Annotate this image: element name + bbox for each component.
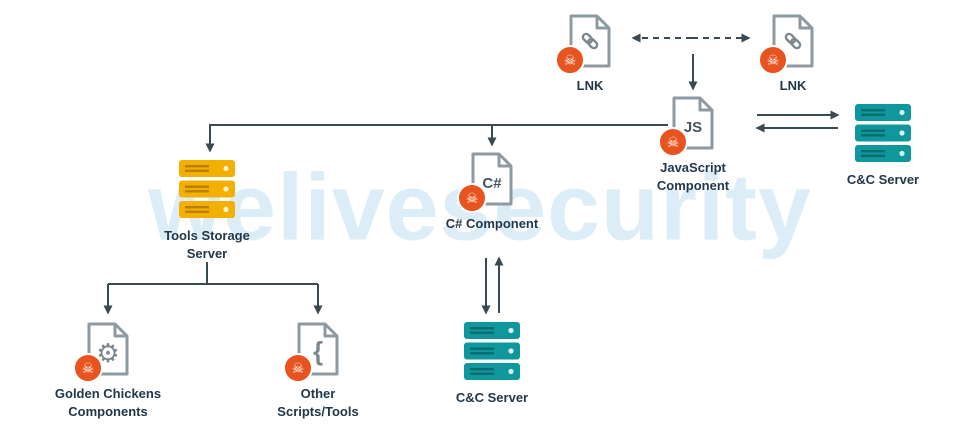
- node-label: Tools Storage Server: [164, 228, 250, 261]
- malware-badge-icon: ☠: [555, 45, 585, 75]
- csharp-file-icon: C# ☠: [457, 152, 514, 213]
- brace-icon: {: [312, 335, 324, 366]
- malware-badge-icon: ☠: [658, 127, 688, 157]
- lnk-file-icon: ☠: [758, 14, 815, 75]
- node-lnk-right: ☠ LNK: [723, 14, 863, 95]
- lnk-file-icon: ☠: [555, 14, 612, 75]
- node-lnk-left: ☠ LNK: [520, 14, 660, 95]
- js-file-icon: JS ☠: [658, 96, 715, 157]
- malware-badge-icon: ☠: [283, 353, 313, 383]
- server-icon: [855, 104, 911, 162]
- connector-js-cc-server: [755, 110, 840, 133]
- node-label: Other Scripts/Tools: [277, 386, 359, 419]
- node-cc-server-bottom: C&C Server: [422, 322, 562, 407]
- server-icon: [464, 322, 520, 380]
- malware-badge-icon: ☠: [73, 353, 103, 383]
- csharp-glyph: C#: [482, 174, 502, 192]
- server-icon: [179, 160, 235, 218]
- connector-csharp-cc-server: [481, 256, 504, 315]
- node-label: JavaScript Component: [656, 160, 730, 193]
- node-label: C&C Server: [846, 172, 920, 187]
- connector-js-distribution: [205, 124, 668, 153]
- malware-badge-icon: ☠: [758, 45, 788, 75]
- node-label: C&C Server: [455, 390, 529, 405]
- node-label: LNK: [576, 78, 604, 93]
- connector-tools-branch: [103, 262, 323, 315]
- node-tools-storage-server: Tools Storage Server: [137, 160, 277, 262]
- components-file-icon: ⚙ ☠: [73, 322, 130, 383]
- node-golden-chickens-components: ⚙ ☠ Golden Chickens Components: [38, 322, 178, 420]
- gear-icon: ⚙: [96, 337, 120, 368]
- link-icon: [568, 14, 612, 68]
- node-label: Golden Chickens Components: [54, 386, 162, 419]
- link-icon: [771, 14, 815, 68]
- node-csharp-component: C# ☠ C# Component: [422, 152, 562, 233]
- node-javascript-component: JS ☠ JavaScript Component: [623, 96, 763, 194]
- node-label: LNK: [779, 78, 807, 93]
- node-label: C# Component: [445, 216, 539, 231]
- script-file-icon: { ☠: [283, 322, 340, 383]
- node-other-scripts-tools: { ☠ Other Scripts/Tools: [248, 322, 388, 420]
- malware-badge-icon: ☠: [457, 183, 487, 213]
- node-cc-server-right: C&C Server: [813, 104, 953, 189]
- js-glyph: JS: [683, 118, 703, 136]
